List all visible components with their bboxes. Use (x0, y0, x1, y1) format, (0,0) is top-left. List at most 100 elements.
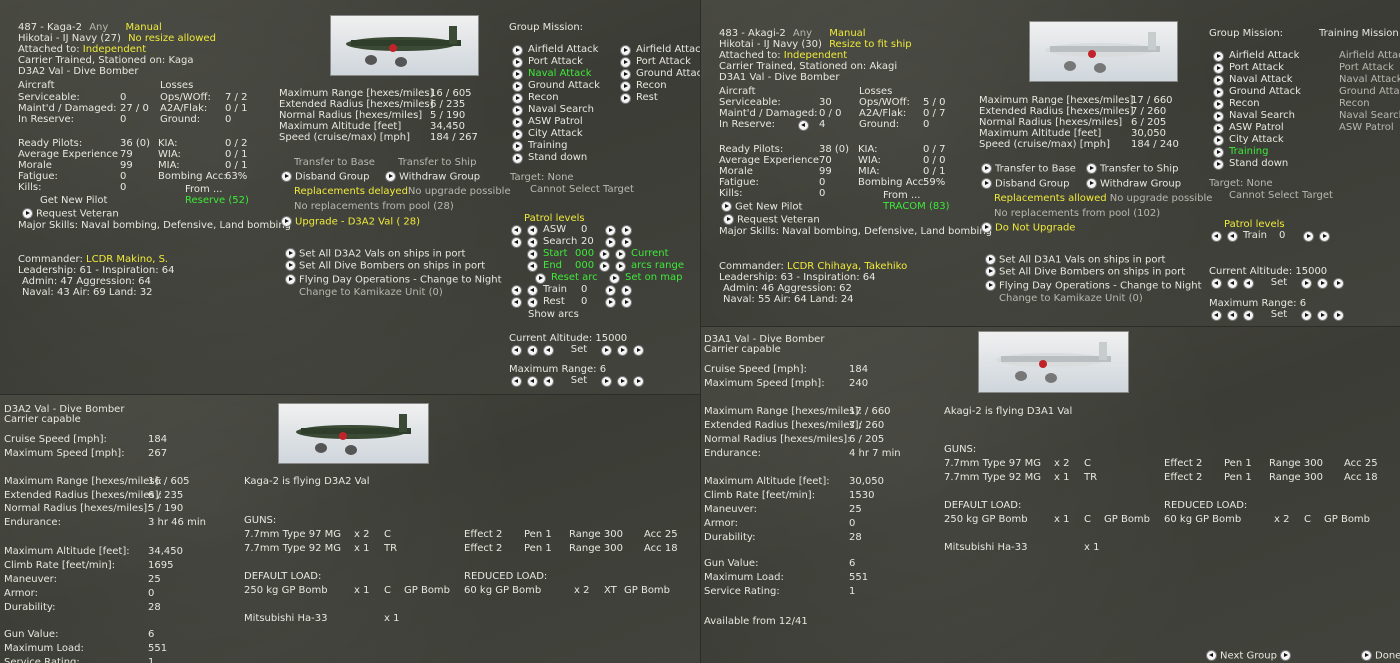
withdraw-button[interactable]: Withdraw Group (385, 171, 480, 184)
transfer-ship-button[interactable]: Transfer to Ship (398, 157, 477, 168)
mode-toggle[interactable]: Manual (125, 22, 162, 33)
altitude-set-button[interactable]: Set (1270, 277, 1288, 288)
mission-option[interactable]: ASW Patrol (1213, 122, 1284, 134)
reserve-arrow-icon[interactable] (798, 120, 809, 131)
mission-option[interactable]: Stand down (1213, 158, 1288, 170)
mission-option[interactable]: Port Attack (620, 56, 691, 68)
altitude-set-button[interactable]: Set (570, 344, 588, 355)
mission-option[interactable]: Ground Attack (1213, 86, 1301, 98)
mission-label[interactable]: Airfield Attack (1339, 50, 1400, 61)
mission-label[interactable]: ASW Patrol (1339, 122, 1394, 133)
set-all-class-button[interactable]: Set All Dive Bombers on ships in port (285, 260, 485, 273)
increase-more-icon[interactable] (615, 248, 626, 260)
increase-more-icon[interactable] (621, 236, 632, 248)
replacements-toggle[interactable]: Replacements delayed (294, 186, 408, 197)
kamikaze-button[interactable]: Change to Kamikaze Unit (0) (299, 287, 443, 298)
mission-option[interactable]: Rest (620, 92, 658, 104)
mission-option[interactable]: Airfield Attack (512, 44, 598, 56)
decrease-icon[interactable] (527, 344, 538, 356)
increase-more-icon[interactable] (1319, 230, 1330, 242)
range-set-button[interactable]: Set (1270, 309, 1288, 320)
decrease-more-icon[interactable] (1211, 230, 1222, 242)
group-filter[interactable]: Any (792, 28, 813, 39)
pilot-source[interactable]: TRACOM (83) (883, 201, 950, 212)
increase-more-icon[interactable] (1333, 309, 1344, 321)
group-filter[interactable]: Any (89, 22, 109, 33)
commander-name[interactable]: LCDR Chihaya, Takehiko (787, 261, 908, 272)
request-veteran-button[interactable]: Request Veteran (723, 214, 820, 227)
increase-more-icon[interactable] (633, 344, 644, 356)
increase-icon[interactable] (605, 296, 616, 308)
mission-option[interactable]: City Attack (512, 128, 583, 140)
increase-more-icon[interactable] (615, 260, 626, 272)
mission-option[interactable]: Airfield Attac (620, 44, 700, 56)
mission-option[interactable]: Training (1213, 146, 1268, 158)
mission-option[interactable]: Stand down (512, 152, 587, 164)
mission-option[interactable]: Recon (1213, 98, 1260, 110)
mission-option[interactable]: Naval Attack (512, 68, 592, 80)
set-all-class-button[interactable]: Set All Dive Bombers on ships in port (985, 266, 1185, 279)
day-night-button[interactable]: Flying Day Operations - Change to Night (285, 274, 502, 287)
decrease-icon[interactable] (1227, 309, 1238, 321)
increase-icon[interactable] (1317, 277, 1328, 289)
increase-less-icon[interactable] (1301, 277, 1312, 289)
increase-icon[interactable] (617, 344, 628, 356)
increase-icon[interactable] (605, 236, 616, 248)
decrease-more-icon[interactable] (1211, 309, 1222, 321)
decrease-more-icon[interactable] (511, 344, 522, 356)
withdraw-button[interactable]: Withdraw Group (1086, 178, 1181, 191)
transfer-base-button[interactable]: Transfer to Base (981, 163, 1076, 176)
mission-option[interactable]: City Attack (1213, 134, 1284, 146)
mission-option[interactable]: Ground Attac (620, 68, 700, 80)
decrease-more-icon[interactable] (1211, 277, 1222, 289)
disband-button[interactable]: Disband Group (981, 178, 1069, 191)
mission-label[interactable]: Ground Attack (1339, 86, 1400, 97)
mission-option[interactable]: Training (512, 140, 567, 152)
increase-less-icon[interactable] (1301, 309, 1312, 321)
mission-option[interactable]: Ground Attack (512, 80, 600, 92)
done-button[interactable]: Done (1361, 650, 1400, 663)
replacements-toggle[interactable]: Replacements allowed (994, 193, 1107, 204)
decrease-icon[interactable] (527, 236, 538, 248)
decrease-more-icon[interactable] (511, 224, 522, 236)
set-all-type-button[interactable]: Set All D3A1 Vals on ships in port (985, 254, 1165, 267)
mission-option[interactable]: Port Attack (512, 56, 583, 68)
show-arcs-button[interactable]: Show arcs (528, 309, 579, 320)
increase-icon[interactable] (599, 260, 610, 272)
increase-less-icon[interactable] (601, 375, 612, 387)
increase-more-icon[interactable] (621, 296, 632, 308)
decrease-icon[interactable] (527, 296, 538, 308)
increase-more-icon[interactable] (1333, 277, 1344, 289)
mission-option[interactable]: Port Attack (1213, 62, 1284, 74)
day-night-button[interactable]: Flying Day Operations - Change to Night (985, 280, 1202, 293)
mission-option[interactable]: Naval Search (1213, 110, 1295, 122)
mission-option[interactable]: Recon (512, 92, 559, 104)
increase-icon[interactable] (599, 248, 610, 260)
increase-icon[interactable] (617, 375, 628, 387)
set-on-map-button[interactable]: Set on map (625, 272, 683, 283)
mission-option[interactable]: ASW Patrol (512, 116, 583, 128)
mission-label[interactable]: Naval Search (1339, 110, 1400, 121)
decrease-less-icon[interactable] (543, 375, 554, 387)
increase-icon[interactable] (1317, 309, 1328, 321)
increase-icon[interactable] (1303, 230, 1314, 242)
decrease-more-icon[interactable] (511, 236, 522, 248)
transfer-base-button[interactable]: Transfer to Base (294, 157, 375, 168)
get-new-pilot-button[interactable]: Get New Pilot (721, 201, 802, 214)
increase-more-icon[interactable] (633, 375, 644, 387)
aircraft-type[interactable]: D3A1 Val - Dive Bomber (719, 72, 840, 83)
increase-icon[interactable] (605, 224, 616, 236)
upgrade-button[interactable]: Upgrade - D3A2 Val ( 28) (281, 216, 420, 229)
range-set-button[interactable]: Set (570, 375, 588, 386)
decrease-less-icon[interactable] (1243, 309, 1254, 321)
next-group-button[interactable]: Next Group (1206, 650, 1294, 663)
reset-arc-button[interactable]: Reset arc (551, 272, 598, 283)
decrease-less-icon[interactable] (543, 344, 554, 356)
decrease-icon[interactable] (527, 248, 538, 260)
pilot-source[interactable]: Reserve (52) (185, 195, 249, 206)
decrease-icon[interactable] (527, 375, 538, 387)
disband-button[interactable]: Disband Group (281, 171, 369, 184)
mission-label[interactable]: Recon (1339, 98, 1370, 109)
attached-value[interactable]: Independent (82, 44, 147, 55)
increase-less-icon[interactable] (601, 344, 612, 356)
